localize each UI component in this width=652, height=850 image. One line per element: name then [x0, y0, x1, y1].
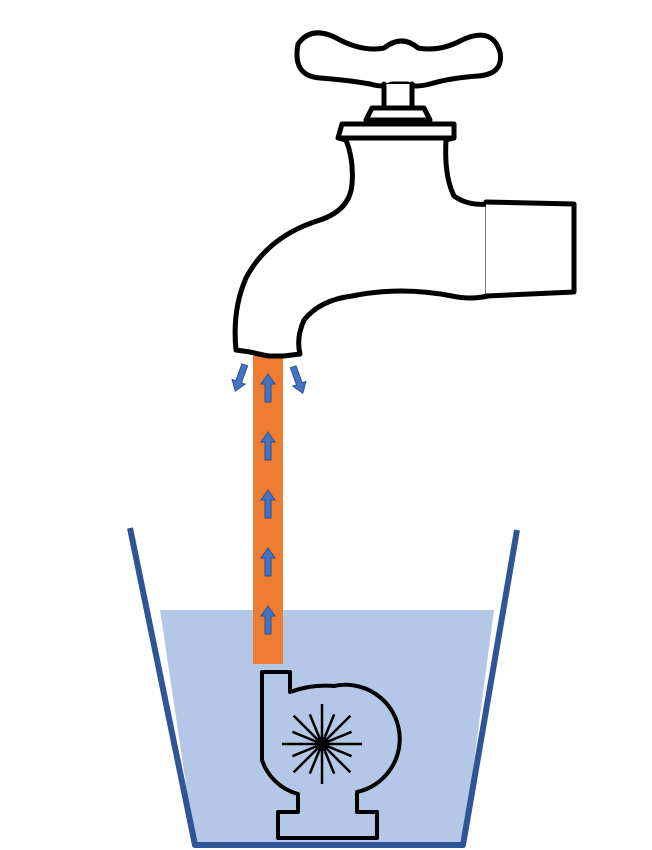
spout-arrow-left: [228, 361, 252, 395]
centrifugal-pump-icon: [260, 670, 402, 840]
faucet-icon: [232, 30, 577, 359]
bucket-icon: [127, 527, 520, 848]
impeller-hub: [315, 737, 329, 751]
spout-arrow-right: [286, 363, 310, 397]
